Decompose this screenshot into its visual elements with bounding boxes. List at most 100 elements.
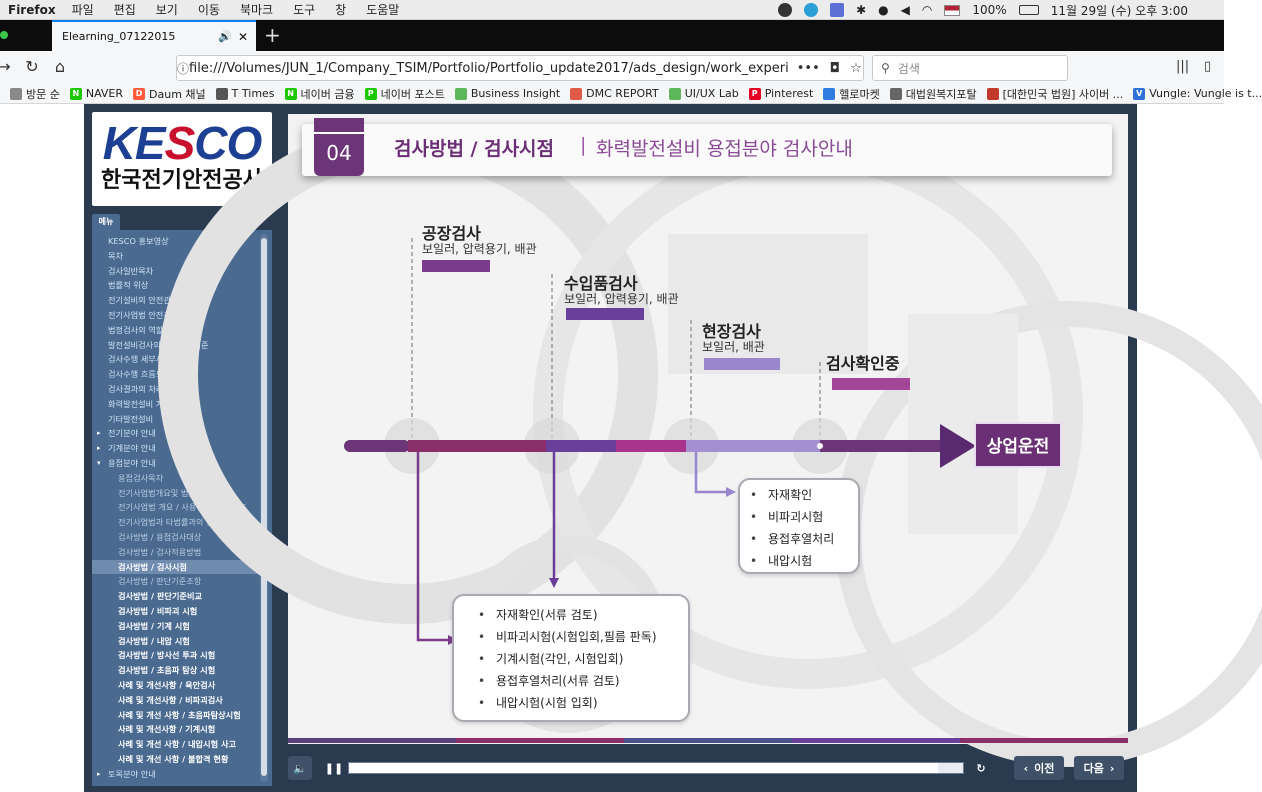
wifi-icon[interactable]: ◠: [921, 3, 933, 17]
bookmark-item[interactable]: UI/UX Lab: [668, 87, 739, 100]
tray-utility-icon[interactable]: [830, 3, 845, 17]
menu-item-active[interactable]: 검사방법 / 검사시점: [92, 559, 258, 574]
menu-item[interactable]: 전기사업법 개요 / 사용전 검사의 구조: [92, 500, 258, 514]
menu-item[interactable]: 검사방법 / 판단기준조항: [92, 574, 258, 588]
replay-button[interactable]: ↻: [976, 761, 986, 775]
menu-item[interactable]: ▾용접분야 안내: [92, 456, 258, 470]
url-text[interactable]: file:///Volumes/JUN_1/Company_TSIM/Portf…: [189, 60, 789, 76]
menu-go[interactable]: 이동: [197, 3, 220, 17]
menu-item[interactable]: KESCO 홍보영상: [92, 234, 258, 248]
new-tab-button[interactable]: +: [264, 23, 281, 47]
menu-item[interactable]: 법률적 위상: [92, 278, 258, 292]
menu-item[interactable]: 검사결과의 처리: [92, 382, 258, 396]
menu-item[interactable]: 화력발전설비 계통도: [92, 397, 258, 411]
search-input[interactable]: ⚲ 검색: [872, 55, 1068, 81]
tray-app-icon[interactable]: [778, 3, 793, 17]
seek-bar[interactable]: [348, 762, 964, 774]
menu-item[interactable]: 전기설비의 안전관리(1): [92, 293, 258, 307]
home-icon[interactable]: ⌂: [54, 57, 66, 76]
menu-item[interactable]: 사례 및 개선 사항 / 초음파탐상시험: [92, 708, 258, 722]
menu-item[interactable]: 발전설비검사의 합격판정기준: [92, 338, 258, 352]
volume-icon[interactable]: ◀: [900, 3, 910, 17]
bookmark-item[interactable]: 대법원복지포탈: [889, 86, 977, 102]
menu-view[interactable]: 보기: [155, 3, 178, 17]
menu-item[interactable]: 법정검사의 역할: [92, 323, 258, 337]
menu-item[interactable]: 검사방법 / 내압 시험: [92, 634, 258, 648]
back-arrow-icon[interactable]: →: [0, 57, 11, 76]
bookmark-star-icon[interactable]: ☆: [850, 60, 862, 76]
menu-tab[interactable]: 메뉴: [92, 214, 120, 230]
menu-edit[interactable]: 편집: [113, 3, 136, 17]
bookmark-item[interactable]: 방문 순: [10, 86, 60, 102]
menu-item[interactable]: 검사수행 흐름도: [92, 367, 258, 381]
menu-item[interactable]: 검사방법 / 방사선 투과 시험: [92, 648, 258, 662]
menu-item[interactable]: ▸기계분야 안내: [92, 441, 258, 455]
caret-right-icon[interactable]: ▸: [97, 444, 101, 453]
menu-item[interactable]: 검사방법 / 비파괴 시험: [92, 604, 258, 618]
menu-item[interactable]: 전기사업법과 타법률과의 관계: [92, 515, 258, 529]
url-bar[interactable]: ⓘ file:///Volumes/JUN_1/Company_TSIM/Por…: [176, 55, 864, 81]
bookmark-item[interactable]: T Times: [215, 87, 275, 100]
bookmark-item[interactable]: [대한민국 법원] 사이버 ...: [986, 86, 1123, 102]
menu-item[interactable]: 검사일반목차: [92, 264, 258, 278]
pause-button[interactable]: ❚❚: [324, 761, 344, 775]
menu-item[interactable]: 검사방법 / 초음파 탐상 시험: [92, 663, 258, 677]
menu-item[interactable]: 사례 및 개선 사항 / 불합격 현황: [92, 752, 258, 766]
pocket-icon[interactable]: ◘: [829, 60, 841, 76]
tray-chat-icon[interactable]: ●: [878, 3, 889, 17]
prev-button[interactable]: ‹ 이전: [1014, 756, 1064, 780]
menu-item[interactable]: 기타발전설비: [92, 412, 258, 426]
page-actions-icon[interactable]: •••: [796, 60, 820, 76]
menu-item[interactable]: 사례 및 개선사항 / 육안검사: [92, 678, 258, 692]
menu-item[interactable]: 용접검사목차: [92, 471, 258, 485]
menu-item[interactable]: 사례 및 개선사항 / 비파괴검사: [92, 693, 258, 707]
menu-item[interactable]: 검사방법 / 용접검사대상: [92, 530, 258, 544]
menu-item[interactable]: 검사수행 세부사항: [92, 352, 258, 366]
tab-audio-icon[interactable]: 🔊: [218, 30, 232, 43]
app-menu-firefox[interactable]: Firefox: [8, 2, 56, 17]
caret-down-icon[interactable]: ▾: [97, 459, 101, 467]
menu-item[interactable]: ▸토목분야 안내: [92, 767, 258, 781]
menu-item[interactable]: 사례 및 개선 사항 / 내압시험 사고: [92, 737, 258, 751]
window-control-icon[interactable]: [0, 31, 8, 39]
sidebar-icon[interactable]: ▯: [1204, 59, 1212, 74]
menu-item[interactable]: 검사방법 / 판단기준비교: [92, 589, 258, 603]
menu-item[interactable]: 전기사업법개요및 법률구조: [92, 486, 258, 500]
info-icon[interactable]: ⓘ: [177, 61, 190, 76]
battery-icon[interactable]: [1018, 5, 1039, 15]
reload-icon[interactable]: ↻: [25, 57, 39, 76]
browser-tab[interactable]: Elearning_07122015 🔊 ✕: [52, 20, 256, 51]
tab-close-icon[interactable]: ✕: [237, 29, 248, 44]
bookmark-item[interactable]: Business Insight: [454, 87, 560, 100]
clock[interactable]: 11월 29일 (수) 오후 3:00: [1050, 3, 1188, 18]
menu-item[interactable]: ▸전기분야 안내: [92, 426, 258, 440]
menu-item[interactable]: 목차: [92, 249, 258, 263]
library-icon[interactable]: |||: [1176, 59, 1190, 74]
next-button[interactable]: 다음 ›: [1074, 756, 1124, 780]
menu-window[interactable]: 창: [335, 3, 347, 17]
volume-button[interactable]: 🔈: [288, 756, 312, 780]
bookmark-item[interactable]: 헬로마켓: [823, 86, 880, 102]
menu-item[interactable]: 사례 및 개선사항 / 기계시험: [92, 722, 258, 736]
tray-gear-icon[interactable]: ✱: [856, 3, 867, 17]
menu-item[interactable]: 검사방법 / 기계 시험: [92, 619, 258, 633]
tray-sync-icon[interactable]: [804, 3, 819, 17]
bookmark-item[interactable]: DMC REPORT: [570, 87, 659, 100]
menu-item[interactable]: 전기사업법 안전관리(2): [92, 308, 258, 322]
menu-tools[interactable]: 도구: [293, 3, 316, 17]
flag-icon[interactable]: [944, 4, 961, 16]
caret-right-icon[interactable]: ▸: [97, 429, 101, 438]
menu-item[interactable]: 검사방법 / 검사적용방법: [92, 545, 258, 559]
menu-bookmarks[interactable]: 북마크: [239, 3, 274, 17]
menu-help[interactable]: 도움말: [366, 3, 400, 17]
scrollbar-thumb[interactable]: [261, 238, 267, 776]
menu-file[interactable]: 파일: [71, 3, 94, 17]
caret-right-icon[interactable]: ▸: [97, 769, 101, 778]
menu-scrollbar[interactable]: [260, 234, 268, 782]
